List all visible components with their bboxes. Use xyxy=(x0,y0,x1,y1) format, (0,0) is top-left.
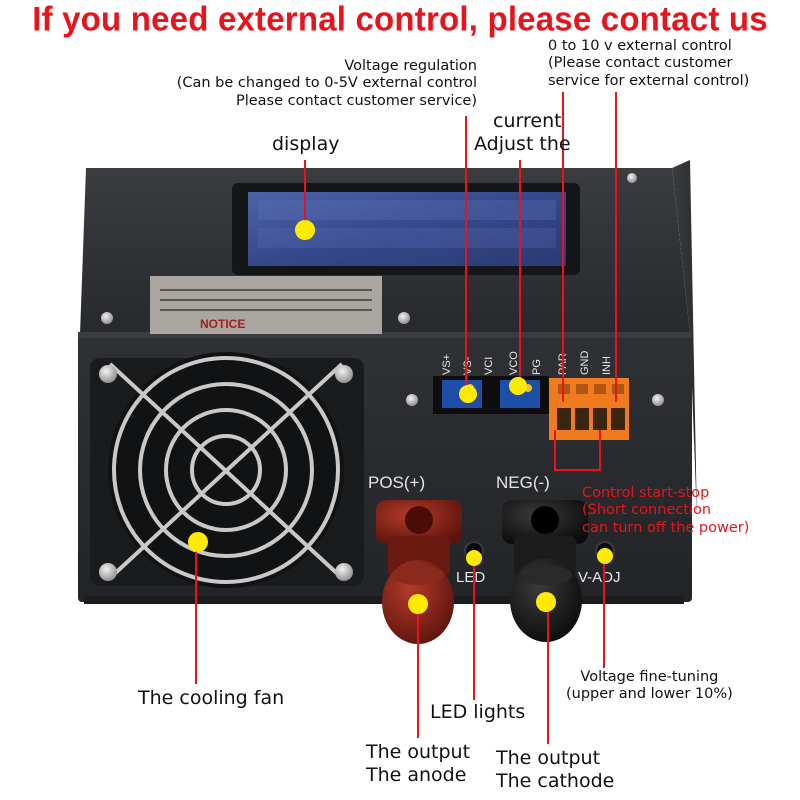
callout-lines xyxy=(195,92,617,744)
marker-current xyxy=(509,377,527,395)
marker-anode xyxy=(408,594,428,614)
marker-vadj xyxy=(597,548,613,564)
pin-label-vci: VCI xyxy=(483,357,495,375)
label-cooling-fan: The cooling fan xyxy=(138,687,285,709)
neg-label: NEG(-) xyxy=(496,473,550,492)
marker-led xyxy=(466,550,482,566)
label-control-start-stop: Control start-stop (Short connection can… xyxy=(582,485,750,536)
pin-label-vco: VCO xyxy=(508,351,520,375)
pos-label: POS(+) xyxy=(368,473,425,492)
pos-terminal[interactable] xyxy=(376,500,462,644)
pin-label-gnd: GND xyxy=(579,351,591,376)
label-external-control: 0 to 10 v external control (Please conta… xyxy=(548,38,750,89)
led-label: LED xyxy=(456,569,485,586)
notice-sticker xyxy=(150,276,382,334)
label-voltage-regulation: Voltage regulation (Can be changed to 0-… xyxy=(176,58,477,109)
label-current: current Adjust the xyxy=(474,110,571,155)
notice-text: NOTICE xyxy=(200,317,245,331)
cooling-fan xyxy=(90,352,364,588)
chassis-side xyxy=(672,160,697,520)
pin-label-pg: PG xyxy=(531,359,543,375)
neg-terminal[interactable] xyxy=(502,500,588,642)
marker-cathode xyxy=(536,592,556,612)
pin-label-vs-plus: VS+ xyxy=(441,354,453,375)
marker-voltage-regulation xyxy=(459,385,477,403)
marker-display xyxy=(295,220,315,240)
marker-fan xyxy=(188,532,208,552)
label-output-cathode: The output The cathode xyxy=(496,747,615,792)
label-output-anode: The output The anode xyxy=(366,741,471,786)
label-voltage-fine-tuning: Voltage fine-tuning (upper and lower 10%… xyxy=(566,669,733,703)
headline: If you need external control, please con… xyxy=(32,0,768,38)
label-display: display xyxy=(272,133,340,155)
label-led-lights: LED lights xyxy=(430,701,526,723)
pin-label-vs-minus: VS- xyxy=(462,356,474,375)
pin-label-inh: INH xyxy=(601,356,613,375)
vadj-label: V-ADJ xyxy=(578,569,621,586)
